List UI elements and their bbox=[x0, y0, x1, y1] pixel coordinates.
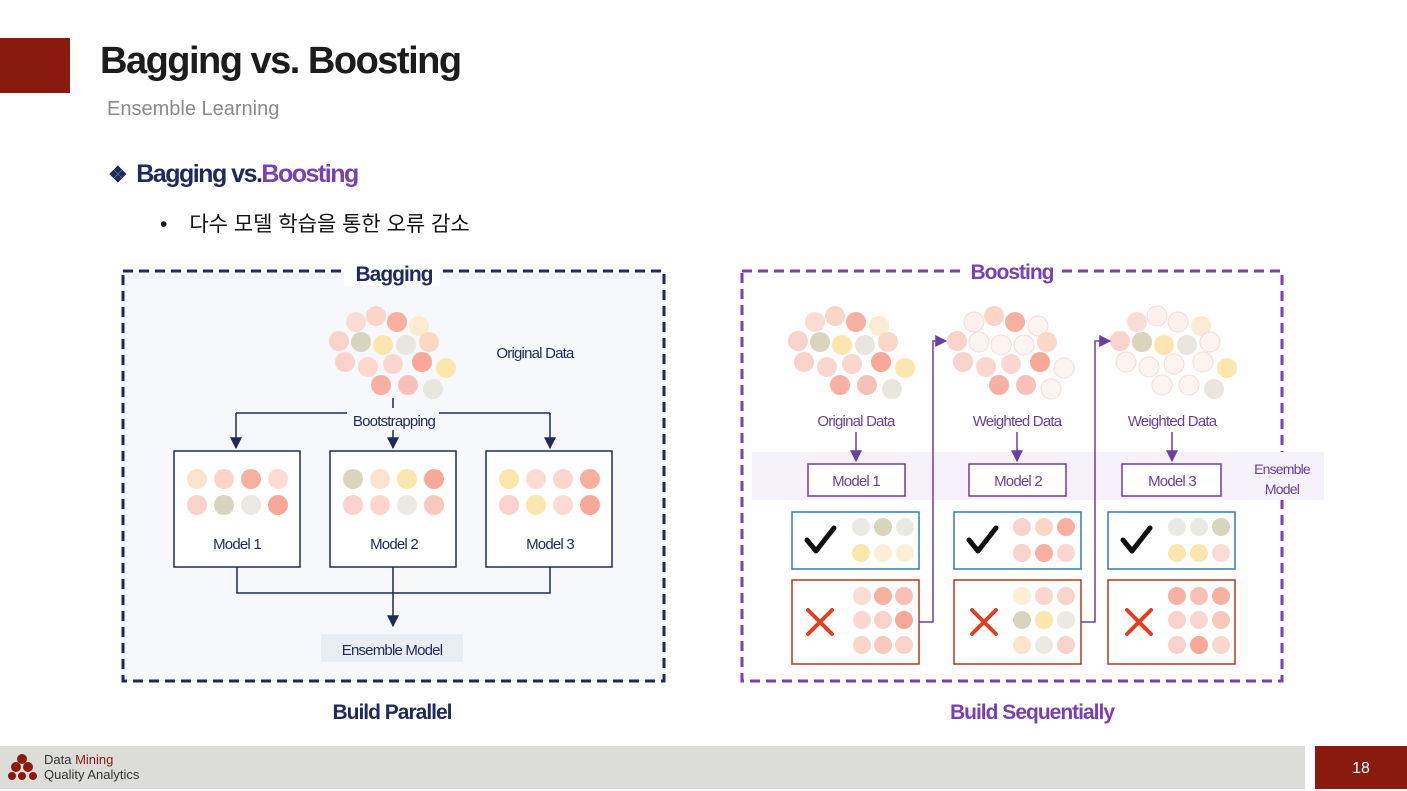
boost-model-3-label: Model 3 bbox=[1148, 473, 1196, 490]
check-icon bbox=[1120, 525, 1153, 554]
boost-wrong-box-1 bbox=[791, 579, 920, 665]
section-heading-boosting: Boosting bbox=[261, 160, 359, 188]
boost-ensemble-label-line1: Ensemble bbox=[1254, 461, 1311, 477]
bagging-model-2-label: Model 2 bbox=[370, 536, 418, 553]
boosting-weighted-data-1-label: Weighted Data bbox=[973, 413, 1063, 430]
bootstrapping-label-bg bbox=[347, 408, 439, 430]
boost-model-2-label: Model 2 bbox=[994, 473, 1042, 490]
bagging-model-2-box: Model 2 bbox=[329, 450, 457, 568]
bagging-panel: Bagging Original Data Bootstrapping bbox=[121, 258, 666, 683]
ensemble-model-label: Ensemble Model bbox=[342, 642, 443, 659]
boosting-title-bg bbox=[962, 258, 1060, 286]
bullet-dot-icon: • bbox=[160, 213, 168, 236]
bootstrapping-label: Bootstrapping bbox=[353, 413, 436, 430]
check-icon bbox=[804, 525, 837, 554]
boosting-weighted-data-1-cluster bbox=[947, 306, 1075, 400]
bagging-title: Bagging bbox=[356, 263, 433, 286]
boosting-panel: Boosting Original Data Weighted Data Wei… bbox=[740, 258, 1324, 683]
boost-model-3-box bbox=[1121, 463, 1222, 497]
sequential-arrow-2 bbox=[1081, 335, 1112, 623]
bagging-title-bg bbox=[344, 258, 440, 286]
boosting-weighted-data-2-label: Weighted Data bbox=[1128, 413, 1218, 430]
boost-model-2-box bbox=[968, 463, 1067, 497]
ensemble-model-box bbox=[321, 634, 463, 662]
boosting-original-data-cluster bbox=[788, 306, 915, 399]
bullet-text: 다수 모델 학습을 통한 오류 감소 bbox=[189, 213, 470, 236]
boost-wrong-box-3 bbox=[1107, 579, 1236, 665]
bagging-caption: Build Parallel bbox=[332, 701, 452, 724]
boosting-title: Boosting bbox=[971, 261, 1054, 284]
boost-correct-box-1 bbox=[791, 511, 920, 570]
bagging-model-1-label: Model 1 bbox=[213, 536, 261, 553]
logo-icon bbox=[8, 754, 37, 780]
section-heading-bagging: Bagging vs. bbox=[136, 160, 263, 188]
section-heading: ❖ Bagging vs.Boosting bbox=[108, 160, 359, 189]
bagging-model-3-box: Model 3 bbox=[485, 450, 613, 568]
header-accent-block bbox=[0, 38, 70, 93]
bagging-original-data-label: Original Data bbox=[496, 345, 575, 362]
boost-correct-box-2 bbox=[953, 511, 1082, 570]
cross-icon bbox=[806, 608, 834, 636]
page-title: Bagging vs. Boosting bbox=[100, 40, 462, 82]
page-subtitle: Ensemble Learning bbox=[107, 98, 280, 120]
cross-icon bbox=[1125, 608, 1153, 636]
cross-icon bbox=[970, 608, 998, 636]
boost-ensemble-label-line2: Model bbox=[1265, 481, 1300, 497]
bagging-model-3-label: Model 3 bbox=[526, 536, 574, 553]
bullet-item: • 다수 모델 학습을 통한 오류 감소 bbox=[160, 208, 470, 238]
boost-wrong-box-2 bbox=[953, 579, 1082, 665]
boost-correct-box-3 bbox=[1107, 511, 1236, 570]
bagging-original-data-cluster bbox=[329, 306, 456, 399]
logo-text-mining: Mining bbox=[75, 752, 114, 767]
bagging-model-1-box: Model 1 bbox=[173, 450, 301, 568]
logo-text-data: Data bbox=[44, 752, 76, 767]
diamond-bullet-icon: ❖ bbox=[108, 162, 128, 187]
boosting-weighted-data-2-cluster bbox=[1110, 305, 1237, 399]
footer-bar bbox=[0, 746, 1305, 789]
boost-model-1-label: Model 1 bbox=[832, 473, 880, 490]
boost-model-1-box bbox=[807, 463, 906, 497]
boosting-caption: Build Sequentially bbox=[949, 701, 1115, 724]
logo-text: Data Mining Quality Analytics bbox=[44, 752, 139, 782]
boosting-original-data-label: Original Data bbox=[817, 413, 896, 430]
sequential-arrow-1 bbox=[919, 335, 948, 623]
check-icon bbox=[966, 525, 999, 554]
logo-text-line2: Quality Analytics bbox=[44, 767, 140, 782]
page-number: 18 bbox=[1315, 746, 1407, 789]
